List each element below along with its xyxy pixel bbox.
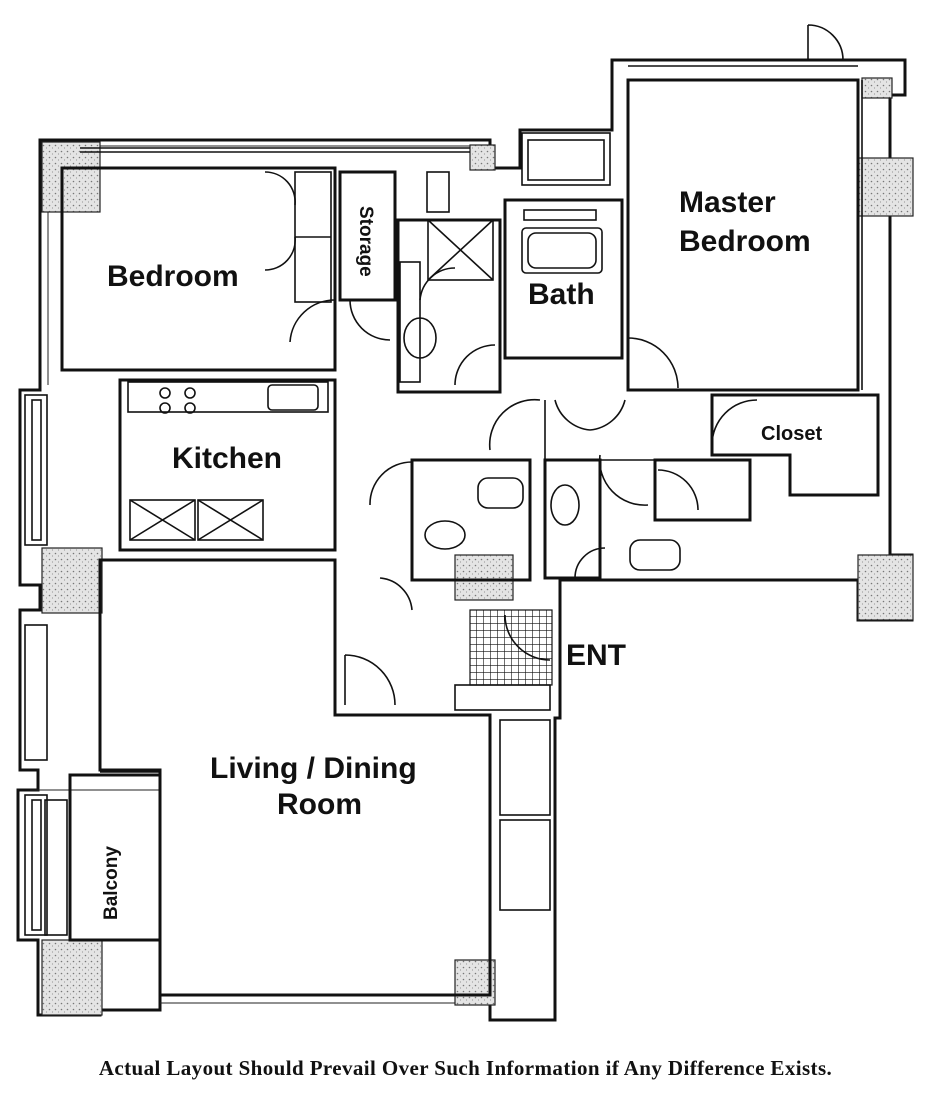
kitchen-area xyxy=(118,378,337,552)
bedroom-area xyxy=(60,166,337,372)
disclaimer-footer: Actual Layout Should Prevail Over Such I… xyxy=(98,1056,833,1080)
master-bedroom-label-line1: Master xyxy=(679,186,776,219)
bedroom-label: Bedroom xyxy=(107,260,239,293)
wc-block xyxy=(396,171,502,394)
powder-rooms xyxy=(369,458,752,611)
structural-columns xyxy=(41,77,914,1016)
windows xyxy=(24,65,858,936)
entrance-area xyxy=(454,609,553,711)
entrance-label: ENT xyxy=(566,639,626,672)
balcony-label: Balcony xyxy=(101,846,122,920)
closet-label: Closet xyxy=(761,423,822,445)
closet-area xyxy=(710,393,880,497)
master-bedroom-area xyxy=(626,24,863,392)
bath-area xyxy=(503,132,624,360)
living-dining-label-line1: Living / Dining xyxy=(210,752,417,785)
living-dining-area xyxy=(98,558,551,997)
balcony-area xyxy=(68,771,162,942)
exterior-walls xyxy=(16,58,914,1022)
storage-area xyxy=(338,170,397,341)
master-bedroom-label-line2: Bedroom xyxy=(679,225,811,258)
kitchen-label: Kitchen xyxy=(172,442,282,475)
living-dining-label-line2: Room xyxy=(277,788,362,821)
bath-label: Bath xyxy=(528,278,595,311)
storage-label: Storage xyxy=(355,206,376,277)
